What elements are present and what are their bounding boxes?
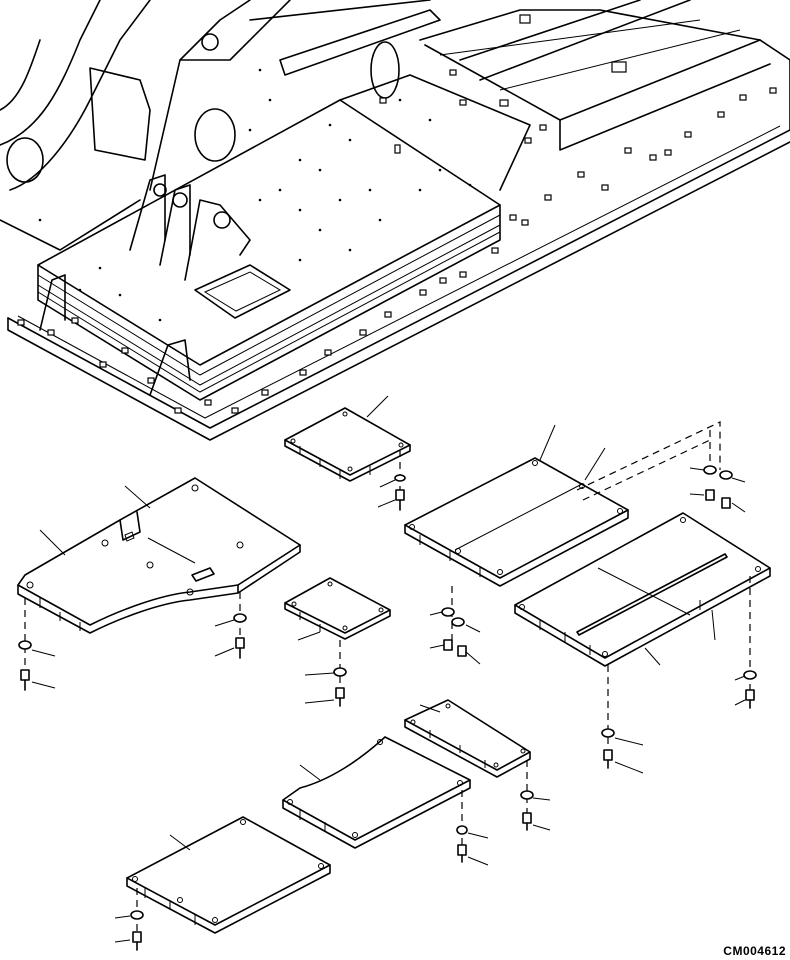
cover-plate-large-left [17,477,301,634]
cover-plate-small-top [284,395,411,482]
bolt-group-lower-right-small [520,760,551,831]
bolt-group-large-right [601,576,757,774]
bolt-group-lower-curved [456,790,489,866]
bolt-group-center-small [304,640,347,707]
bolt-group-top-small [377,450,406,511]
cover-plate-large-right [514,512,771,667]
bolt-group-lower-left [114,888,144,951]
frame-bolt-heads [17,14,777,414]
frame-holes [38,68,472,322]
bolt-group-mid-right-top [576,421,746,513]
cover-plate-mid-right [404,424,629,587]
cover-plate-lower-curved [282,736,471,849]
cover-plate-lower-right-small [404,699,531,778]
drawing-code-label: CM004612 [723,944,786,958]
fasteners [18,421,757,951]
revolving-frame-assembly [0,0,790,441]
cover-plate-small-center [284,577,391,641]
bolt-group-mid-right-left-edge [429,586,481,665]
bolt-group-left [18,592,247,691]
cover-plate-lower-left [126,816,331,934]
